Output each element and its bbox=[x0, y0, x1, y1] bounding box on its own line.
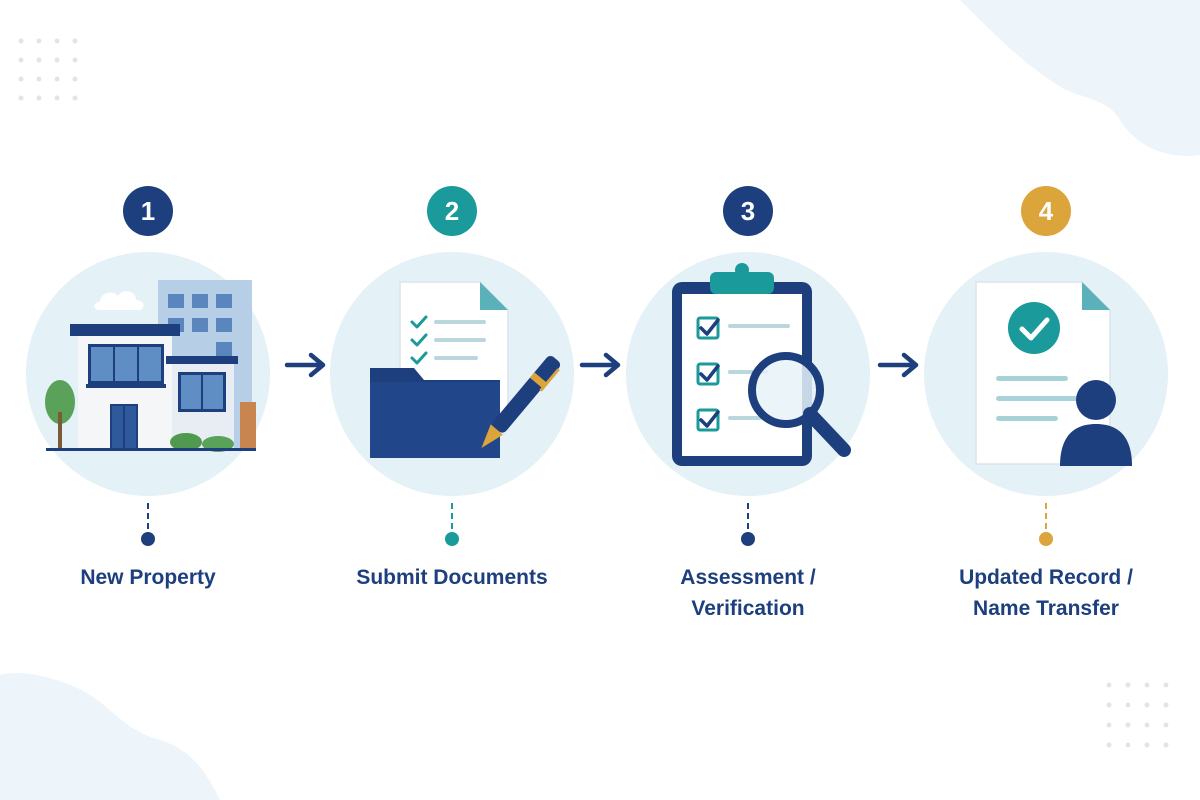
step-marker-dot bbox=[1039, 532, 1053, 546]
dot-grid-bottom-right bbox=[1106, 682, 1169, 748]
step-label-line: Updated Record / bbox=[959, 566, 1133, 589]
step-label-line: Verification bbox=[691, 597, 805, 620]
step-label-line: Submit Documents bbox=[356, 566, 548, 589]
step-illustration-circle bbox=[626, 252, 870, 496]
step-label-line: Name Transfer bbox=[973, 597, 1119, 620]
background-blob-bottom-left bbox=[0, 673, 220, 800]
step-connector-line bbox=[1045, 503, 1047, 529]
step-illustration-circle bbox=[330, 252, 574, 496]
documents-folder-pen-icon bbox=[370, 281, 561, 458]
step-label: Updated Record / Name Transfer bbox=[916, 562, 1176, 624]
step-number-badge: 2 bbox=[427, 186, 477, 236]
step-marker-dot bbox=[741, 532, 755, 546]
arrow-right-icon bbox=[284, 352, 326, 378]
step-label: Submit Documents bbox=[322, 562, 582, 593]
building-icon bbox=[45, 280, 256, 452]
step-number-badge: 4 bbox=[1021, 186, 1071, 236]
background-blob-top-right bbox=[960, 0, 1200, 156]
step-number-badge: 1 bbox=[123, 186, 173, 236]
step-connector-line bbox=[747, 503, 749, 529]
arrow-right-icon bbox=[877, 352, 919, 378]
step-connector-line bbox=[147, 503, 149, 529]
step-marker-dot bbox=[141, 532, 155, 546]
step-label-line: Assessment / bbox=[680, 566, 816, 589]
step-marker-dot bbox=[445, 532, 459, 546]
step-connector-line bbox=[451, 503, 453, 529]
step-number-badge: 3 bbox=[723, 186, 773, 236]
arrow-right-icon bbox=[579, 352, 621, 378]
clipboard-magnifier-icon bbox=[672, 263, 851, 466]
step-illustration-circle bbox=[924, 252, 1168, 496]
step-label: Assessment / Verification bbox=[618, 562, 878, 624]
step-illustration-circle bbox=[26, 252, 270, 496]
dot-grid-top-left bbox=[18, 38, 78, 101]
approved-document-user-icon bbox=[975, 281, 1132, 466]
step-label: New Property bbox=[18, 562, 278, 593]
step-label-line: New Property bbox=[80, 566, 216, 589]
